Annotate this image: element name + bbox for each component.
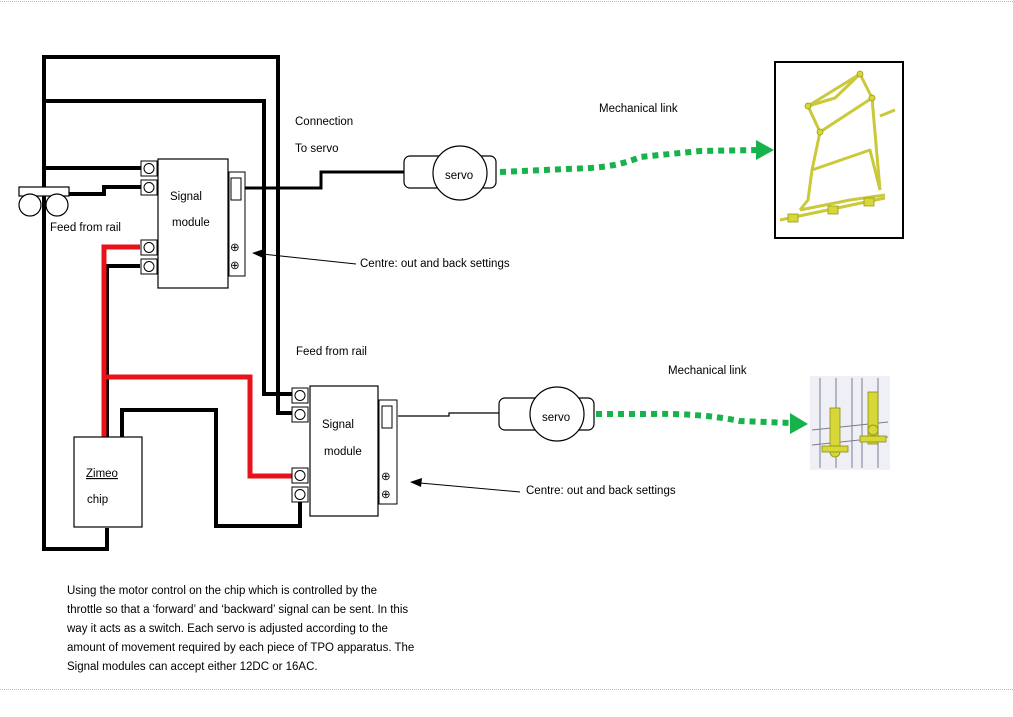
module-body bbox=[309, 385, 379, 517]
adjust-knob-1[interactable]: ⊕ bbox=[381, 471, 391, 483]
feed-from-rail-label-bottom: Feed from rail bbox=[296, 346, 367, 358]
explanatory-note: Using the motor control on the chip whic… bbox=[67, 582, 439, 677]
tpo-apparatus-bottom-image bbox=[810, 376, 890, 470]
servo-horn bbox=[432, 145, 488, 201]
module-body bbox=[157, 158, 229, 289]
wire-top-module-in2 bbox=[68, 185, 143, 196]
note-line: amount of movement required by each piec… bbox=[67, 642, 415, 654]
servo-label: servo bbox=[542, 412, 570, 424]
wire-bottom-module-in2 bbox=[276, 394, 292, 415]
module-slot bbox=[230, 177, 242, 201]
signal-module-top: ⊕ ⊕ Signal module bbox=[140, 158, 246, 289]
bottom-dotted-rule bbox=[0, 689, 1013, 690]
wheel-right bbox=[45, 193, 69, 217]
module-slot bbox=[381, 405, 393, 429]
wire-to-servo-top bbox=[244, 170, 406, 190]
centre-label-top: Centre: out and back settings bbox=[360, 258, 510, 270]
adjust-knob-2[interactable]: ⊕ bbox=[230, 260, 240, 272]
note-line: way it acts as a switch. Each servo is a… bbox=[67, 623, 388, 635]
terminal-block bbox=[140, 160, 158, 275]
wheel-left bbox=[18, 193, 42, 217]
adjust-knob-1[interactable]: ⊕ bbox=[230, 242, 240, 254]
module-label-line1: Signal bbox=[170, 191, 202, 203]
black-wires bbox=[42, 55, 302, 551]
mechanical-link-bottom-arrow bbox=[596, 410, 808, 434]
wire-red-top-module bbox=[101, 244, 140, 438]
centre-pointer-bottom bbox=[410, 478, 521, 493]
rail-feed-wheels bbox=[18, 186, 70, 217]
mechanical-link-top-arrow bbox=[499, 140, 774, 175]
module-label-line2: module bbox=[324, 446, 362, 458]
mechanical-link-label-bottom: Mechanical link bbox=[668, 365, 747, 377]
signal-module-bottom: ⊕ ⊕ Signal module bbox=[291, 385, 398, 517]
servo-bottom: servo bbox=[498, 386, 595, 442]
chip-label-line2: chip bbox=[87, 494, 108, 506]
note-line: throttle so that a ‘forward’ and ‘backwa… bbox=[67, 604, 409, 616]
note-line: Signal modules can accept either 12DC or… bbox=[67, 661, 318, 673]
feed-from-rail-label-top: Feed from rail bbox=[50, 222, 121, 234]
servo-top: servo bbox=[403, 145, 497, 201]
wire-chip-bottom-module bbox=[120, 408, 302, 528]
module-label-line1: Signal bbox=[322, 419, 354, 431]
connection-label-line1: Connection bbox=[295, 116, 353, 128]
terminal-block bbox=[291, 387, 309, 503]
top-dotted-rule bbox=[0, 1, 1013, 2]
wheel-axle bbox=[18, 186, 70, 197]
adjust-knob-2[interactable]: ⊕ bbox=[381, 489, 391, 501]
wire-outer-loop bbox=[42, 55, 280, 551]
wire-red-bottom-module bbox=[104, 374, 292, 479]
connection-label-line2: To servo bbox=[295, 143, 338, 155]
chip-label-line1: Zimeo bbox=[86, 468, 118, 480]
tpo-apparatus-top-image bbox=[774, 61, 904, 239]
centre-label-bottom: Centre: out and back settings bbox=[526, 485, 676, 497]
centre-pointer-top bbox=[252, 249, 357, 265]
module-label-line2: module bbox=[172, 217, 210, 229]
mechanical-link-label-top: Mechanical link bbox=[599, 103, 678, 115]
servo-label: servo bbox=[445, 170, 473, 182]
wire-chip-top-module bbox=[105, 264, 140, 438]
chip-body bbox=[73, 436, 143, 528]
zimeo-chip: Zimeo chip bbox=[73, 436, 143, 528]
red-wires bbox=[101, 244, 292, 479]
servo-horn bbox=[529, 386, 585, 442]
wire-to-servo-bottom bbox=[398, 412, 500, 417]
note-line: Using the motor control on the chip whic… bbox=[67, 585, 378, 597]
